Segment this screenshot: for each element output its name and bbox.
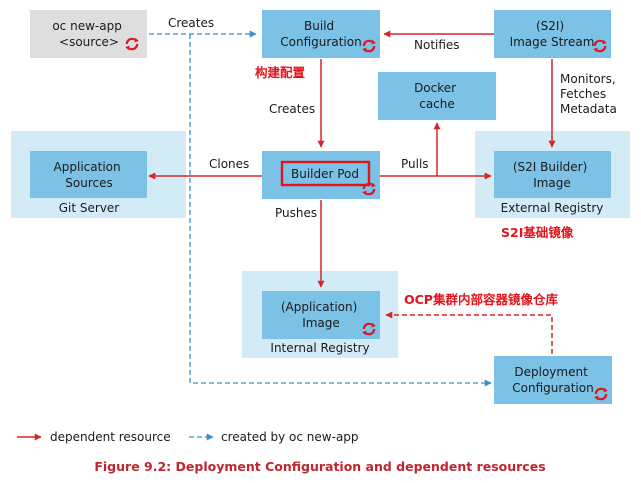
image-stream-line-1: (S2I) — [536, 19, 564, 33]
build-configuration-line-2: Configuration — [280, 35, 361, 49]
svg-text:(Application) Image: (Application) Image — [281, 300, 361, 330]
oc-new-app-node: oc new-app <source> — [30, 10, 147, 58]
monitors-edge-label: Monitors, Fetches Metadata — [560, 72, 620, 116]
builder-pod-node: Builder Pod — [262, 151, 380, 199]
created-legend-label: created by oc new-app — [221, 430, 359, 444]
legend: dependent resource created by oc new-app — [17, 430, 359, 444]
svg-text:Deployment Configuration: Deployment Configuration — [512, 365, 593, 395]
image-stream-node: (S2I) Image Stream — [494, 10, 611, 58]
svg-text:Docker cache: Docker cache — [414, 81, 460, 111]
docker-cache-line-1: Docker — [414, 81, 456, 95]
svg-text:oc new-app <source>: oc new-app <source> — [52, 19, 125, 49]
notifies-edge-label: Notifies — [414, 38, 460, 52]
deployment-configuration-node: Deployment Configuration — [494, 356, 612, 404]
oc-new-app-line-1: oc new-app — [52, 19, 121, 33]
creates-edge-label: Creates — [168, 16, 214, 30]
created-by-oc-new-app-connectors — [149, 30, 492, 387]
deployment-configuration-line-1: Deployment — [514, 365, 588, 379]
pushes-edge-label: Pushes — [275, 206, 317, 220]
build-config-annotation: 构建配置 — [255, 65, 306, 80]
build-configuration-node: Build Configuration — [262, 10, 380, 58]
ocp-registry-annotation: OCP集群内部容器镜像仓库 — [404, 292, 558, 307]
builder-pod-highlight — [280, 160, 371, 187]
figure-caption: Figure 9.2: Deployment Configuration and… — [94, 459, 545, 474]
docker-cache-node: Docker cache — [378, 72, 496, 120]
svg-text:Build Configuration: Build Configuration — [280, 19, 361, 49]
git-server-label: Git Server — [59, 201, 120, 215]
s2i-builder-image-line-1: (S2I Builder) — [513, 160, 587, 174]
application-image-line-1: (Application) — [281, 300, 357, 314]
svg-text:Application Sources: Application Sources — [54, 160, 125, 190]
dependent-legend-label: dependent resource — [50, 430, 171, 444]
svg-text:(S2I Builder) Image: (S2I Builder) Image — [513, 160, 591, 190]
docker-cache-line-2: cache — [419, 97, 455, 111]
application-image-node: (Application) Image — [262, 291, 380, 339]
application-sources-node: Application Sources — [30, 151, 147, 198]
application-image-line-2: Image — [302, 316, 340, 330]
build-configuration-line-1: Build — [304, 19, 334, 33]
internal-registry-label: Internal Registry — [270, 341, 369, 355]
svg-text:(S2I) Image Stream: (S2I) Image Stream — [510, 19, 595, 49]
external-registry-label: External Registry — [501, 201, 604, 215]
s2i-image-annotation: S2I基础镜像 — [501, 225, 574, 240]
image-stream-line-2: Image Stream — [510, 35, 595, 49]
application-sources-line-2: Sources — [65, 176, 112, 190]
builder-pod-label: Builder Pod — [291, 167, 359, 181]
application-sources-line-1: Application — [54, 160, 121, 174]
oc-new-app-line-2: <source> — [59, 35, 119, 49]
clones-edge-label: Clones — [209, 157, 249, 171]
s2i-builder-image-line-2: Image — [533, 176, 571, 190]
pulls-edge-label: Pulls — [401, 157, 429, 171]
s2i-builder-image-node: (S2I Builder) Image — [494, 151, 611, 198]
creates-edge-label-2: Creates — [269, 102, 315, 116]
deployment-configuration-line-2: Configuration — [512, 381, 593, 395]
dependent-resource-arrows — [148, 30, 556, 354]
